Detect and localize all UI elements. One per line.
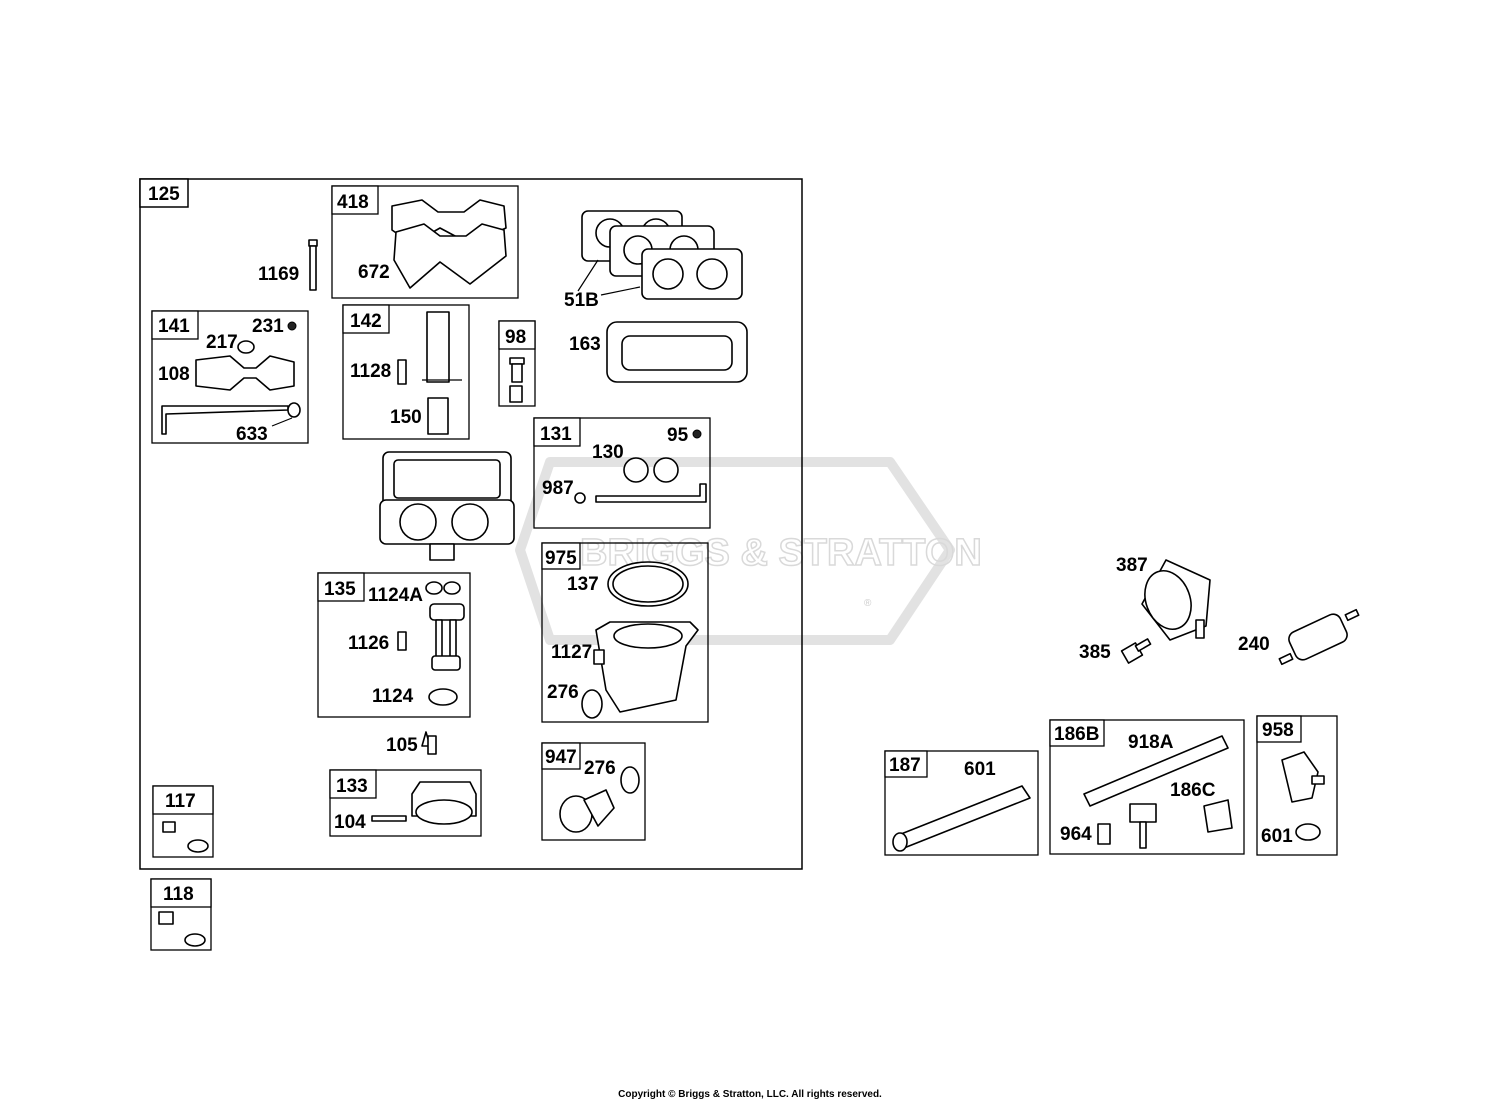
box-98: 98 [498, 320, 536, 407]
copyright-notice: Copyright © Briggs & Stratton, LLC. All … [618, 1089, 882, 1100]
box-label-186B: 186B [1054, 724, 1099, 745]
label-387: 387 [1116, 555, 1148, 576]
box-118: 118 [150, 878, 212, 951]
part-163: 163 [569, 321, 748, 383]
label-240: 240 [1238, 634, 1270, 655]
box-label-958: 958 [1262, 720, 1294, 741]
box-958: 958 601 [1256, 715, 1338, 856]
box-142: 142 1128 150 [342, 304, 470, 440]
box-label-141: 141 [158, 316, 190, 337]
label-137: 137 [567, 574, 599, 595]
label-231: 231 [252, 316, 284, 337]
box-125: 125 [139, 178, 803, 870]
part-385: 385 [1079, 638, 1152, 664]
part-51B: 51B [564, 210, 743, 311]
box-label-418: 418 [337, 192, 369, 213]
box-187: 187 601 [884, 750, 1039, 856]
label-104: 104 [334, 812, 366, 833]
box-117: 117 [152, 785, 214, 858]
label-95: 95 [667, 425, 689, 446]
label-601b: 601 [1261, 826, 1293, 847]
box-label-133: 133 [336, 776, 368, 797]
part-387: 387 [1116, 555, 1211, 641]
label-1126: 1126 [348, 633, 389, 654]
box-label-98: 98 [505, 327, 526, 348]
box-label-135: 135 [324, 579, 356, 600]
label-186C: 186C [1170, 780, 1216, 801]
box-label-947: 947 [545, 747, 577, 768]
label-633: 633 [236, 424, 268, 445]
label-150: 150 [390, 407, 422, 428]
label-601a: 601 [964, 759, 996, 780]
label-1127: 1127 [551, 642, 592, 663]
label-385: 385 [1079, 642, 1111, 663]
box-label-125: 125 [148, 184, 180, 205]
box-133: 133 104 [329, 769, 482, 837]
watermark-registered-mark: ® [864, 598, 872, 609]
part-1169: 1169 [258, 239, 318, 291]
label-1124: 1124 [372, 686, 414, 707]
box-141: 141 231 217 108 633 [151, 310, 309, 445]
part-240: 240 [1238, 608, 1360, 666]
label-1124A: 1124A [368, 585, 423, 606]
box-label-117: 117 [165, 791, 196, 812]
carburetor-body [379, 451, 515, 561]
brand-watermark: BRIGGS & STRATTON ® [515, 457, 983, 645]
box-label-131: 131 [540, 424, 572, 445]
label-276b: 276 [584, 758, 616, 779]
box-label-142: 142 [350, 311, 382, 332]
box-label-975: 975 [545, 548, 577, 569]
box-947: 947 276 [541, 742, 646, 841]
label-276a: 276 [547, 682, 579, 703]
box-label-118: 118 [163, 884, 194, 905]
label-105: 105 [386, 735, 418, 756]
label-163: 163 [569, 334, 601, 355]
box-975: 975 137 1127 276 [541, 542, 709, 723]
label-672: 672 [358, 262, 390, 283]
box-135: 135 1124A 1126 1124 [317, 572, 471, 718]
box-186B: 186B 918A 186C 964 [1049, 719, 1245, 855]
box-418: 418 672 [331, 185, 519, 299]
label-1169: 1169 [258, 264, 299, 285]
label-987: 987 [542, 478, 574, 499]
label-964: 964 [1060, 824, 1092, 845]
label-51B: 51B [564, 290, 599, 311]
part-105: 105 [386, 731, 437, 756]
gasket-672 [393, 223, 507, 289]
label-918A: 918A [1128, 732, 1174, 753]
box-label-187: 187 [889, 755, 921, 776]
box-131: 131 130 95 987 [533, 417, 711, 529]
label-108: 108 [158, 364, 190, 385]
label-217: 217 [206, 332, 238, 353]
label-1128: 1128 [350, 361, 391, 382]
label-130: 130 [592, 442, 624, 463]
